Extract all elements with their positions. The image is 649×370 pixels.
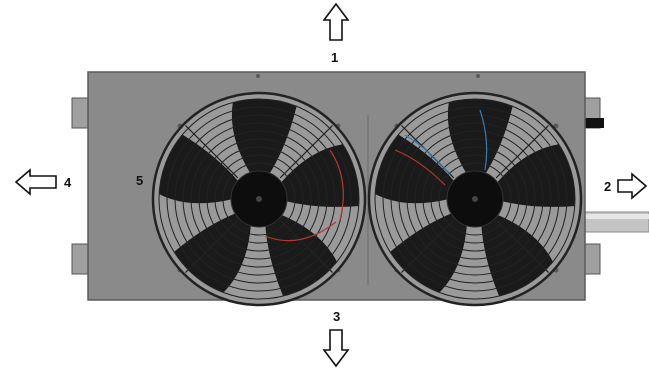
fan-guard-spoke xyxy=(495,125,549,179)
fan-guard-ring xyxy=(422,146,528,252)
fan-guard-ring xyxy=(182,122,336,276)
label-left-direction: 4 xyxy=(64,175,72,190)
arrow-down-icon xyxy=(322,329,350,368)
mounting-tab-top-left xyxy=(71,97,89,129)
arrow-right-icon xyxy=(617,172,648,200)
fan-blade xyxy=(481,214,553,297)
fan-left xyxy=(151,91,367,307)
fan-guard-ring xyxy=(430,154,520,244)
fan-guard-rings xyxy=(374,98,576,300)
fan-hub-center xyxy=(472,196,478,202)
fan-guard-ring xyxy=(398,122,552,276)
fan-guard-spoke xyxy=(185,125,239,179)
fan-blade xyxy=(280,144,359,207)
fan-blade xyxy=(390,212,467,293)
wiring xyxy=(264,109,488,242)
label-right-direction: 2 xyxy=(604,179,612,194)
mounting-tab-bottom-left xyxy=(71,243,89,275)
fan-hub-center xyxy=(256,196,262,202)
arrow-up-icon xyxy=(322,2,350,41)
arrow-left-icon xyxy=(14,168,57,196)
fan-guard-ring xyxy=(390,114,560,284)
fan-guard-ring xyxy=(222,162,296,236)
fan-guard-ring xyxy=(166,106,352,292)
label-top-direction: 1 xyxy=(331,50,339,65)
fan-guard-ring xyxy=(198,138,320,260)
fan-guard-spoke xyxy=(495,219,549,273)
fan-guard-ring xyxy=(406,130,544,268)
fan-guard-spokes xyxy=(185,125,333,273)
fan-guard-ring xyxy=(382,106,568,292)
label-bottom-direction: 3 xyxy=(333,309,341,324)
fan-blade xyxy=(159,134,240,204)
fan-guard-ring xyxy=(414,138,536,260)
fan-blade xyxy=(174,212,251,293)
fan-blade xyxy=(375,134,456,204)
fan-guard-spoke xyxy=(279,219,333,273)
fan-guard-ring xyxy=(374,98,576,300)
fan-guard-spoke xyxy=(401,219,455,273)
label-fan: 5 xyxy=(136,173,144,188)
fan-guard-spoke xyxy=(185,219,239,273)
fan-blade xyxy=(496,144,575,207)
fan-guard-ring xyxy=(190,130,328,268)
mounting-tab-bottom-right xyxy=(583,243,601,275)
fan-right xyxy=(367,91,583,307)
fan-guard-ring xyxy=(438,162,512,236)
fan-blade xyxy=(265,214,337,297)
refrigerant-pipe xyxy=(584,118,649,233)
fan-guard-ring xyxy=(158,98,360,300)
fan-guard-ring xyxy=(214,154,304,244)
fan-guard-ring xyxy=(206,146,312,252)
fan-guard-spoke xyxy=(279,125,333,179)
